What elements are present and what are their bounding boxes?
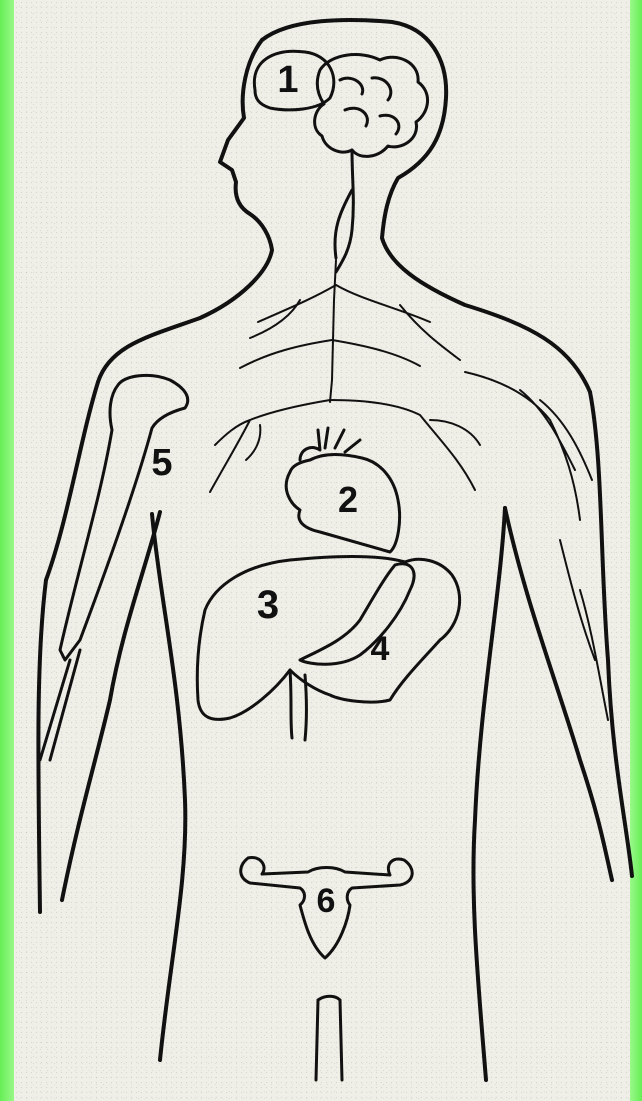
label-bone: 5: [151, 442, 172, 484]
humerus-bone: [40, 375, 188, 760]
label-brain: 1: [277, 59, 298, 101]
label-liver: 3: [257, 583, 279, 627]
body-outline: [38, 20, 632, 1080]
gallbladder: [300, 564, 414, 665]
label-gallbladder: 4: [371, 630, 390, 668]
liver: [197, 556, 459, 740]
label-heart: 2: [338, 479, 358, 520]
label-uterus: 6: [317, 882, 336, 920]
nervous-system: [210, 260, 608, 720]
